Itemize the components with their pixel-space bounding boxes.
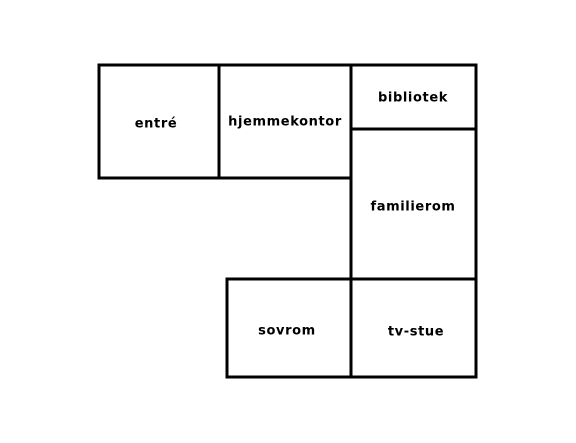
- room-entre: entré: [97, 63, 221, 180]
- room-tv-stue-label: tv-stue: [388, 325, 444, 340]
- room-tv-stue-outline: [349, 277, 478, 379]
- room-hjemmekontor: hjemmekontor: [217, 63, 353, 180]
- room-hjemmekontor-label: hjemmekontor: [228, 115, 342, 130]
- room-familierom-label: familierom: [370, 200, 455, 215]
- room-tv-stue: tv-stue: [349, 277, 478, 379]
- room-entre-outline: [97, 63, 221, 180]
- room-familierom: familierom: [349, 127, 478, 281]
- room-entre-label: entré: [135, 117, 178, 132]
- room-familierom-outline: [349, 127, 478, 281]
- room-bibliotek-label: bibliotek: [378, 91, 448, 106]
- room-bibliotek: bibliotek: [349, 63, 478, 131]
- room-sovrom: sovrom: [225, 277, 353, 379]
- room-sovrom-label: sovrom: [258, 324, 316, 339]
- room-sovrom-outline: [225, 277, 353, 379]
- room-hjemmekontor-outline: [217, 63, 353, 180]
